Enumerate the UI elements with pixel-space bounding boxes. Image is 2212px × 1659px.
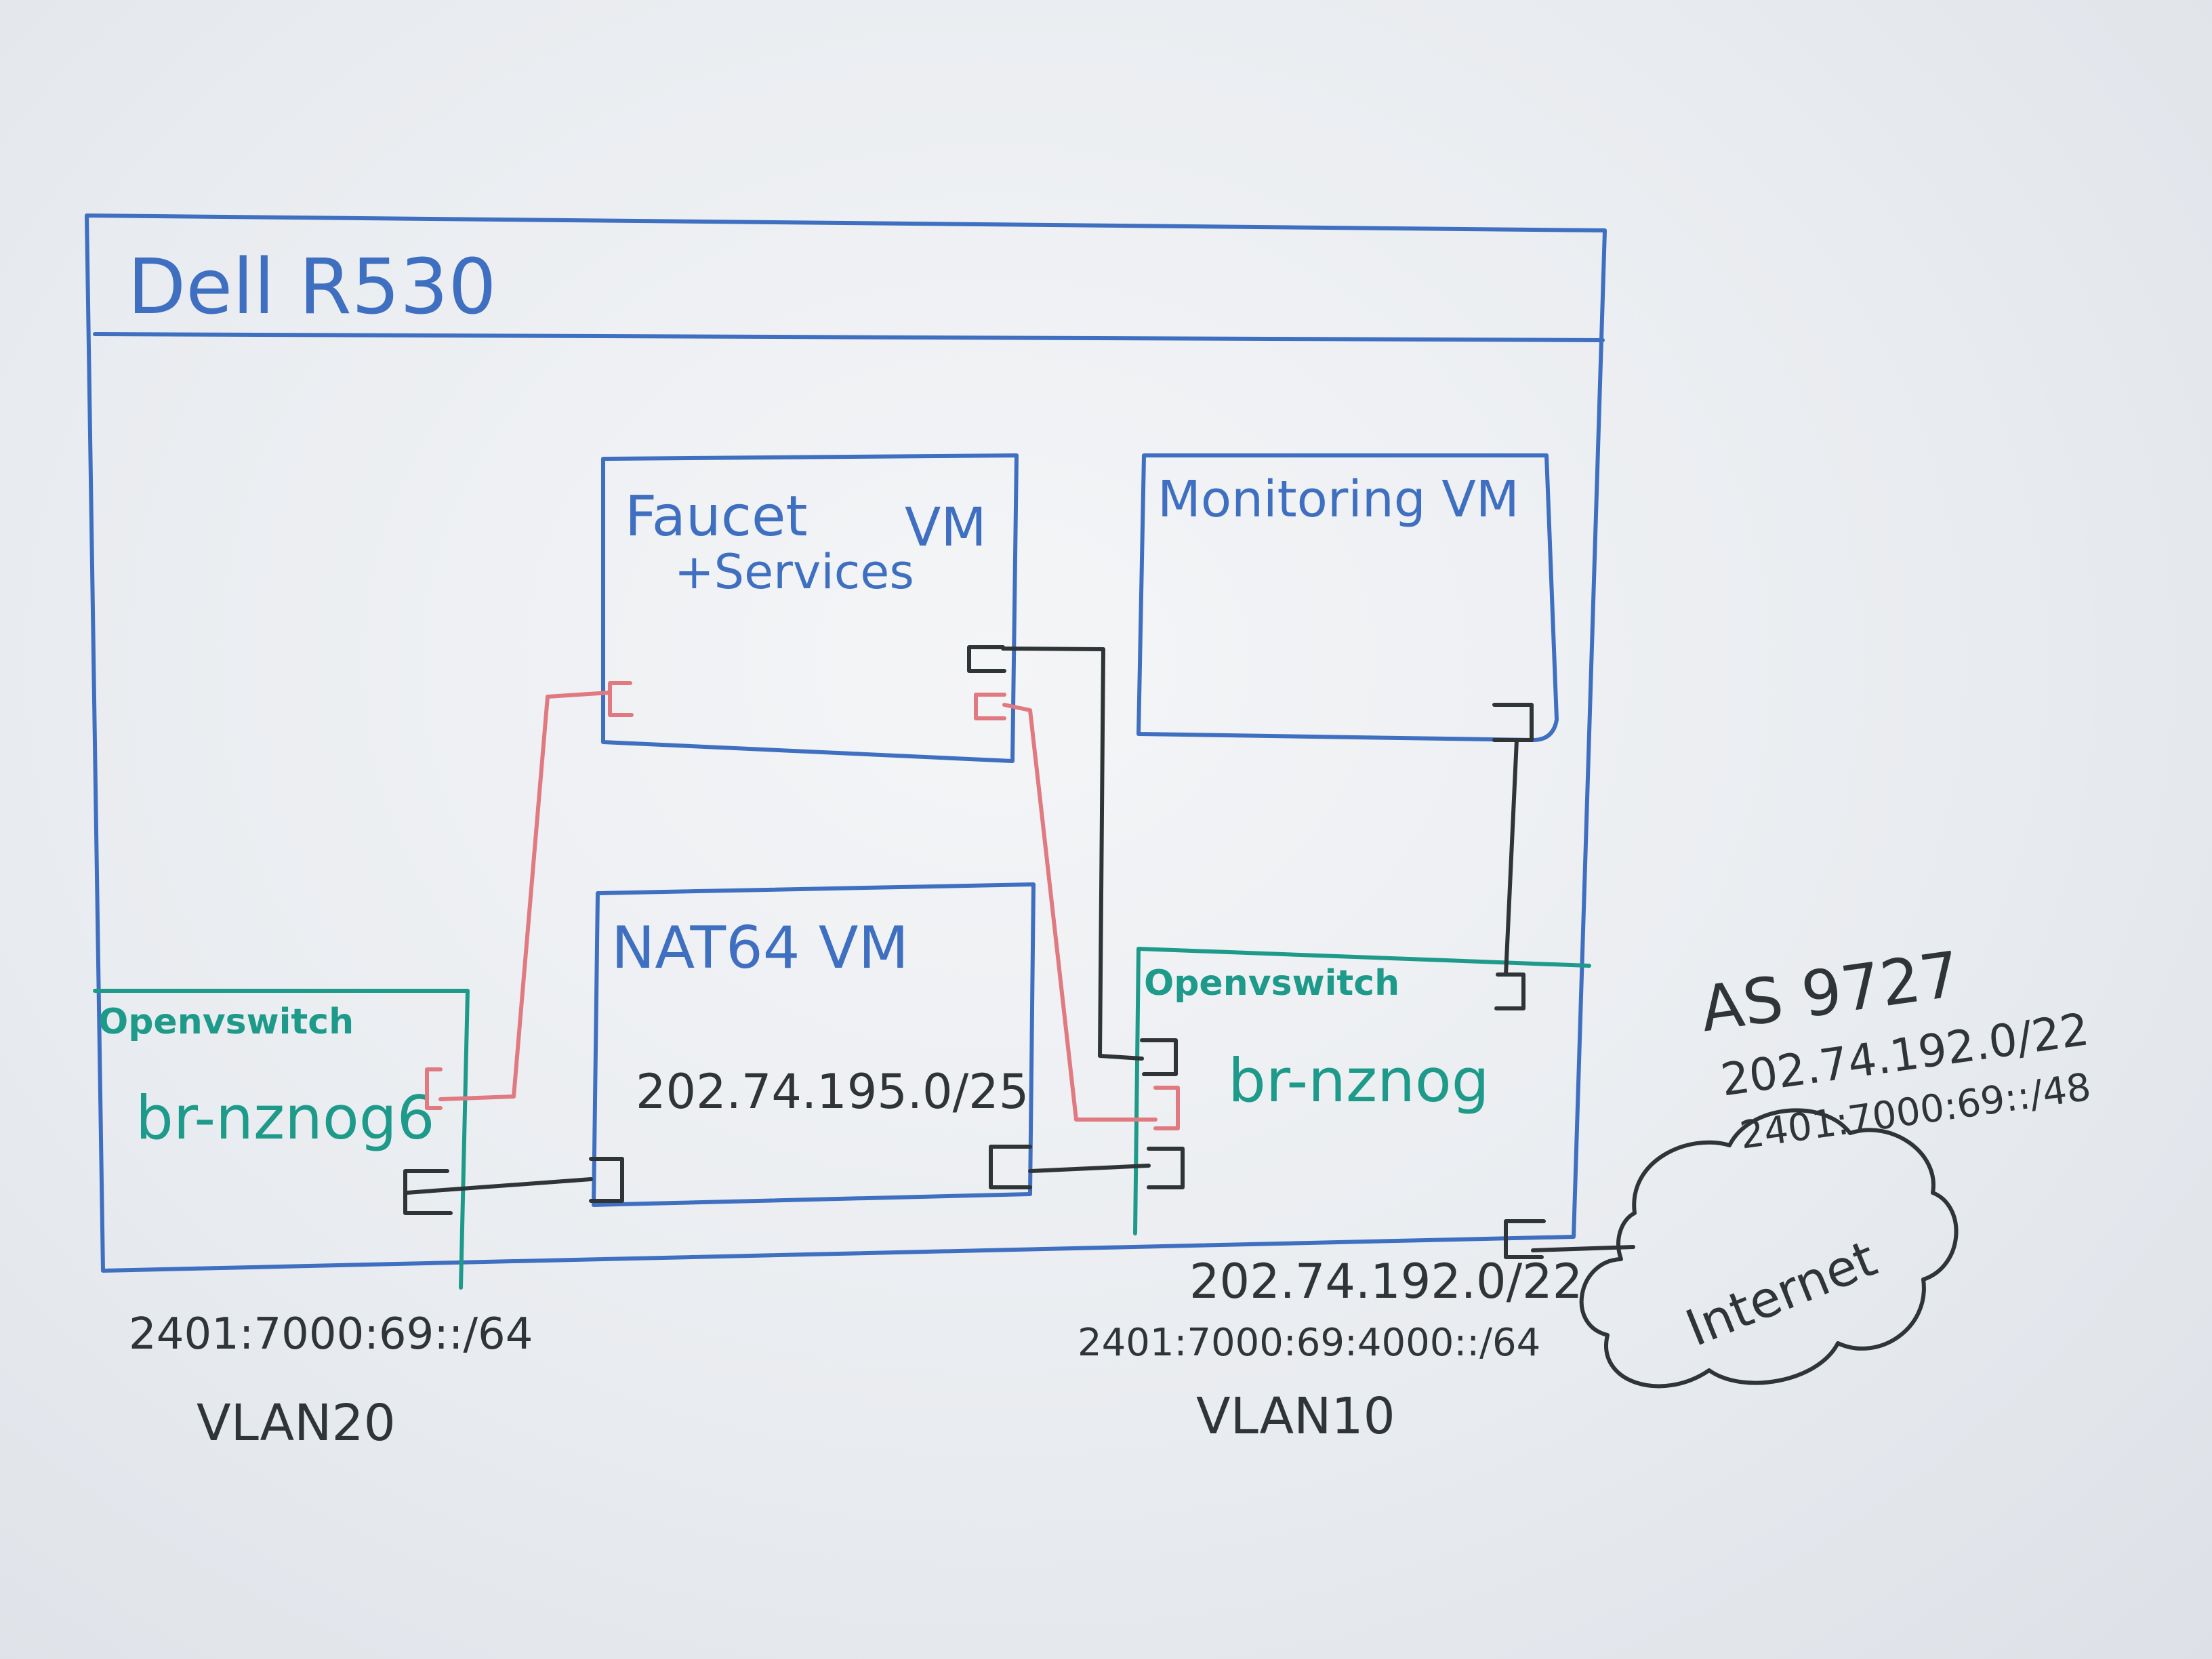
- nat64-port-left: [589, 1157, 624, 1203]
- nat64-vm-name: NAT64 VM: [611, 914, 909, 982]
- right-switch-port-red: [1153, 1086, 1180, 1130]
- vlan20-prefix-v6: 2401:7000:69::/64: [129, 1309, 533, 1359]
- right-switch-port-black1: [1140, 1038, 1178, 1076]
- cable-faucet-to-br-nznog-black: [1001, 647, 1144, 1061]
- monitoring-vm: Monitoring VM: [1136, 453, 1559, 742]
- server-header-divider: [93, 332, 1605, 342]
- left-switch-type: Openvswitch: [98, 1002, 354, 1042]
- server-title: Dell R530: [127, 243, 497, 331]
- right-switch-box: [1133, 947, 1591, 1235]
- upstream-annotations: AS 9727 202.74.192.0/22 2401:7000:69::/4…: [1696, 938, 2094, 1158]
- cable-monitoring-to-br-nznog: [1504, 738, 1519, 977]
- monitoring-vm-name: Monitoring VM: [1158, 470, 1519, 529]
- right-switch-type: Openvswitch: [1144, 963, 1399, 1004]
- cable-br-nznog6-to-nat64: [405, 1177, 593, 1195]
- faucet-vm-name-line1: Faucet: [625, 485, 808, 549]
- ports: [403, 645, 1546, 1259]
- right-switch-port-black2: [1147, 1147, 1185, 1189]
- right-openvswitch: Openvswitch br-nznog: [1133, 947, 1591, 1235]
- cloud-outline: [1579, 1108, 1959, 1389]
- vlan20-label: VLAN20: [197, 1394, 396, 1452]
- vlan10-prefix-v4: 202.74.192.0/22: [1189, 1254, 1582, 1309]
- right-bridge-name: br-nznog: [1228, 1046, 1490, 1115]
- internet-label: Internet: [1678, 1229, 1885, 1358]
- faucet-port-right-red: [974, 693, 1006, 720]
- nat64-subnet: 202.74.195.0/25: [636, 1064, 1029, 1120]
- faucet-vm-box: [601, 453, 1019, 763]
- vlan10-label: VLAN10: [1196, 1387, 1395, 1446]
- left-bridge-name: br-nznog6: [136, 1083, 435, 1153]
- cable-nat64-to-br-nznog: [1028, 1164, 1151, 1173]
- right-switch-port-top: [1494, 972, 1525, 1010]
- faucet-vm-name-line2: +Services: [674, 544, 914, 600]
- faucet-port-right-black: [967, 645, 1006, 673]
- cables: [405, 647, 1635, 1252]
- vlan10-prefix-v6: 2401:7000:69:4000::/64: [1078, 1321, 1540, 1365]
- vlan10-annotations: 202.74.192.0/22 2401:7000:69:4000::/64 V…: [1078, 1254, 1582, 1446]
- nat64-vm: NAT64 VM 202.74.195.0/25: [592, 882, 1036, 1207]
- uplink-port: [1504, 1219, 1546, 1259]
- faucet-port-left: [608, 681, 634, 717]
- monitoring-port: [1492, 703, 1534, 742]
- cable-faucet-to-br-nznog6: [438, 691, 612, 1101]
- server-outline: [85, 213, 1607, 1273]
- left-switch-port-red: [425, 1067, 443, 1110]
- faucet-vm: Faucet +Services VM: [601, 453, 1019, 763]
- vlan20-annotations: 2401:7000:69::/64 VLAN20: [129, 1309, 533, 1452]
- cable-faucet-to-br-nznog-red: [1002, 703, 1158, 1122]
- nat64-port-right: [989, 1145, 1032, 1189]
- nat64-vm-box: [592, 882, 1036, 1207]
- left-openvswitch: Openvswitch br-nznog6: [93, 989, 470, 1290]
- server-chassis: Dell R530: [85, 213, 1607, 1273]
- faucet-vm-suffix: VM: [905, 497, 987, 558]
